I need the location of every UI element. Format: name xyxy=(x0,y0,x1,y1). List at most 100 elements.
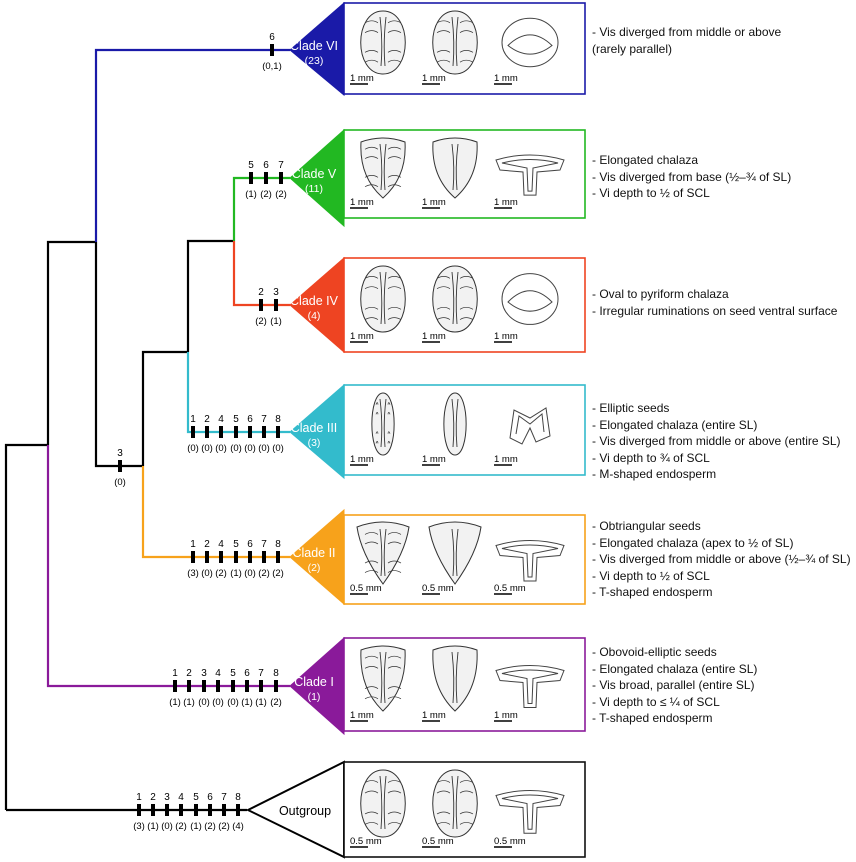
character-tick xyxy=(259,680,263,692)
character-state: (0) xyxy=(215,443,227,454)
character-tick xyxy=(202,680,206,692)
character-state: (0) xyxy=(161,821,173,832)
scale-label: 1 mm xyxy=(494,710,518,721)
character-number: 5 xyxy=(248,160,254,171)
character-state: (0) xyxy=(187,443,199,454)
character-state: (1) xyxy=(147,821,159,832)
clade-vi-name: Clade VI xyxy=(290,39,338,53)
character-state: (1) xyxy=(183,697,195,708)
traits-clade-vi: - Vis diverged from middle or above (rar… xyxy=(592,24,854,57)
character-number: 5 xyxy=(230,668,236,679)
traits-clade-i: - Obovoid-elliptic seeds - Elongated cha… xyxy=(592,644,854,727)
scale-label: 0.5 mm xyxy=(422,583,454,594)
trait-line: - Vis broad, parallel (entire SL) xyxy=(592,678,755,692)
seed-cross-section xyxy=(495,790,565,834)
character-state: (0) xyxy=(201,443,213,454)
character-state: (4) xyxy=(232,821,244,832)
clade-iii-name: Clade III xyxy=(291,421,338,435)
character-state: (2) xyxy=(255,316,267,327)
character-state: (2) xyxy=(272,568,284,579)
trait-line: - Elongated chalaza (entire SL) xyxy=(592,417,758,432)
character-number: 4 xyxy=(215,668,221,679)
scale-label: 1 mm xyxy=(494,197,518,208)
seed-illustration xyxy=(443,392,467,456)
character-number: 3 xyxy=(164,792,170,803)
scale-label: 0.5 mm xyxy=(422,836,454,847)
clade-v-name: Clade V xyxy=(292,167,337,181)
character-state: (2) xyxy=(258,568,270,579)
character-number: 7 xyxy=(258,668,264,679)
character-state: (0) xyxy=(198,697,210,708)
character-number: 8 xyxy=(235,792,241,803)
scale-label: 1 mm xyxy=(350,73,374,84)
character-number: 6 xyxy=(244,668,250,679)
character-tick xyxy=(173,680,177,692)
trait-line: - Elliptic seeds xyxy=(592,401,670,415)
character-number: 4 xyxy=(218,539,224,550)
trait-line: - Irregular ruminations on seed ventral … xyxy=(592,303,838,318)
character-state: (3) xyxy=(187,568,199,579)
character-state: (1) xyxy=(241,697,253,708)
clade-iv-name: Clade IV xyxy=(290,294,339,308)
tree-branches xyxy=(4,48,290,812)
seed-illustration xyxy=(360,10,406,75)
character-tick xyxy=(236,804,240,816)
character-tick xyxy=(274,680,278,692)
character-number: 1 xyxy=(136,792,142,803)
character-tick xyxy=(219,426,223,438)
character-tick xyxy=(276,426,280,438)
trait-line: - Vi depth to ½ of SCL xyxy=(592,186,710,200)
character-state: (2) xyxy=(175,821,187,832)
scale-label: 1 mm xyxy=(494,331,518,342)
seed-illustration xyxy=(360,137,406,199)
character-state: (2) xyxy=(270,697,282,708)
seed-illustration xyxy=(432,10,478,75)
seed-illustration xyxy=(432,645,478,712)
clade-iv-count: (4) xyxy=(308,310,321,322)
character-number: 3 xyxy=(273,287,279,298)
character-state: (1) xyxy=(270,316,282,327)
character-state: (0) xyxy=(212,697,224,708)
character-state: (1) xyxy=(255,697,267,708)
character-state: (1) xyxy=(230,568,242,579)
character-tick xyxy=(219,551,223,563)
character-tick xyxy=(231,680,235,692)
character-number: 1 xyxy=(190,414,196,425)
scale-label: 1 mm xyxy=(422,454,446,465)
character-number: 5 xyxy=(193,792,199,803)
clade-vi-count: (23) xyxy=(305,55,324,67)
seed-illustration xyxy=(360,265,406,333)
character-state: (1) xyxy=(169,697,181,708)
character-tick xyxy=(187,680,191,692)
trait-line: (rarely parallel) xyxy=(592,41,673,56)
character-tick xyxy=(191,551,195,563)
scale-label: 0.5 mm xyxy=(494,836,526,847)
character-state: (0) xyxy=(244,568,256,579)
scale-label: 1 mm xyxy=(494,454,518,465)
seed-illustration xyxy=(432,137,478,199)
character-tick xyxy=(249,172,253,184)
scale-label: 0.5 mm xyxy=(350,836,382,847)
character-tick xyxy=(179,804,183,816)
character-state: (2) xyxy=(215,568,227,579)
character-number: 6 xyxy=(207,792,213,803)
seed-illustration xyxy=(356,521,410,585)
scale-label: 1 mm xyxy=(422,331,446,342)
trait-line: - Obtriangular seeds xyxy=(592,519,701,533)
character-state: (1) xyxy=(190,821,202,832)
character-state: (3) xyxy=(133,821,145,832)
clade-labels: Clade VI(23)Clade V(11)Clade IV(4)Clade … xyxy=(279,39,339,818)
clade-ii-name: Clade II xyxy=(292,546,335,560)
character-number: 5 xyxy=(233,414,239,425)
trait-line: - Elongated chalaza (entire SL) xyxy=(592,661,758,676)
seed-cross-section xyxy=(501,273,559,325)
character-tick xyxy=(262,551,266,563)
trait-line: - Vi depth to ¾ of SCL xyxy=(592,450,710,465)
scale-label: 1 mm xyxy=(422,73,446,84)
character-state: (0) xyxy=(201,568,213,579)
character-number: 6 xyxy=(269,32,275,43)
seed-cross-section xyxy=(501,17,559,68)
trait-line: - Vis diverged from middle or above xyxy=(592,25,782,39)
traits-clade-iii: - Elliptic seeds - Elongated chalaza (en… xyxy=(592,400,854,483)
clade-ii-count: (2) xyxy=(308,562,321,574)
